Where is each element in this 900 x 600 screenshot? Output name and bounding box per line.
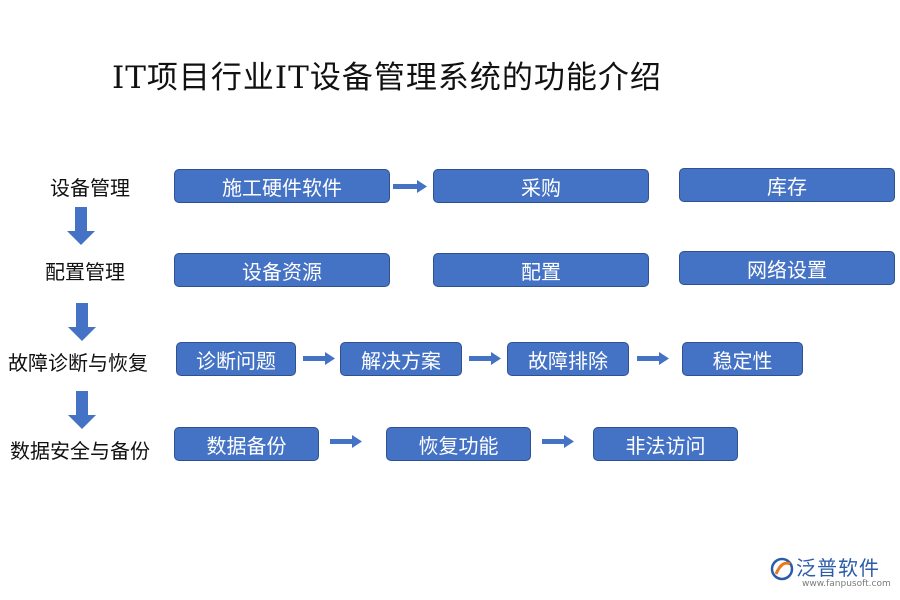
box-device-resources: 设备资源 (174, 253, 390, 287)
box-procurement: 采购 (433, 169, 649, 203)
box-stability: 稳定性 (682, 342, 803, 376)
box-construction-hardware-software: 施工硬件软件 (174, 169, 390, 203)
box-solution: 解决方案 (340, 342, 462, 376)
logo-name: 泛普软件 (796, 556, 880, 580)
box-inventory: 库存 (679, 168, 895, 202)
logo-url: www.fanpusoft.com (802, 579, 891, 589)
right-arrow-icon (303, 352, 335, 365)
page-title: IT项目行业IT设备管理系统的功能介绍 (112, 60, 662, 96)
right-arrow-icon (393, 180, 427, 193)
down-arrow-icon (67, 207, 95, 245)
box-configuration: 配置 (433, 253, 649, 287)
row-label-fault-diagnosis-recovery: 故障诊断与恢复 (8, 351, 148, 375)
right-arrow-icon (330, 435, 362, 448)
down-arrow-icon (68, 391, 96, 429)
box-network-settings: 网络设置 (679, 251, 895, 285)
box-troubleshooting: 故障排除 (507, 342, 629, 376)
box-diagnose-problem: 诊断问题 (176, 342, 296, 376)
fanpu-logo: 泛普软件 www.fanpusoft.com (770, 552, 892, 594)
right-arrow-icon (542, 435, 574, 448)
row-label-data-security-backup: 数据安全与备份 (10, 439, 150, 463)
down-arrow-icon (68, 303, 96, 341)
right-arrow-icon (637, 352, 669, 365)
fanpu-logo-icon (770, 557, 794, 581)
box-data-backup: 数据备份 (174, 427, 319, 461)
box-recovery-function: 恢复功能 (386, 427, 531, 461)
box-illegal-access: 非法访问 (593, 427, 738, 461)
row-label-device-management: 设备管理 (50, 176, 130, 200)
right-arrow-icon (469, 352, 501, 365)
row-label-config-management: 配置管理 (45, 260, 125, 284)
